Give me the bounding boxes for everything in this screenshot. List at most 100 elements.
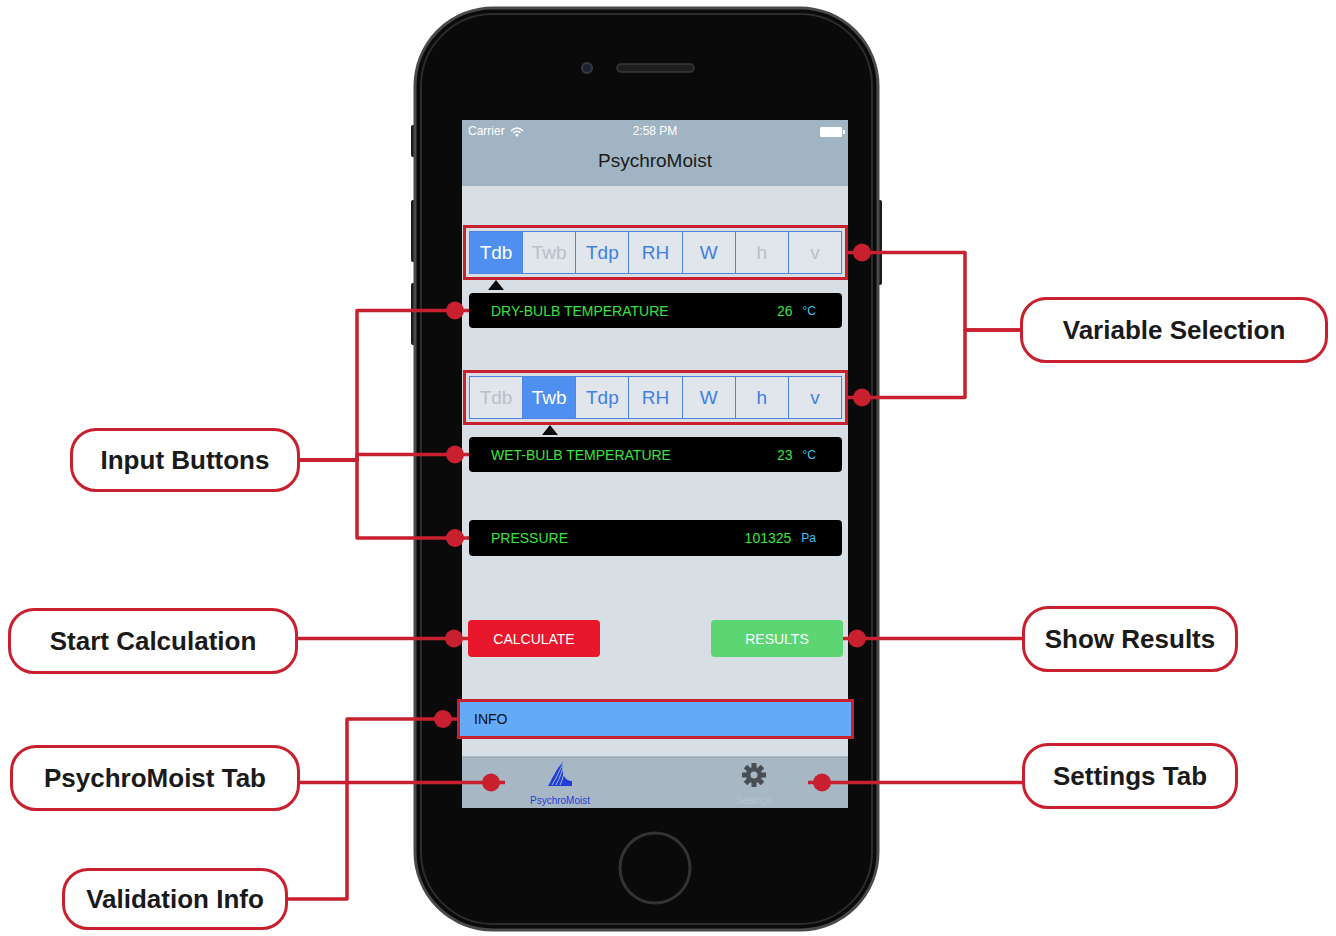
segment-cell: h: [736, 377, 789, 418]
segment-label: v: [810, 242, 820, 264]
segment-label: RH: [642, 387, 669, 409]
input-unit: °C: [803, 448, 816, 462]
leader-dot: [853, 389, 871, 407]
gear-icon: [737, 759, 771, 789]
callout-box: PsychroMoist Tab: [10, 745, 300, 811]
segment-cell: Twb: [523, 232, 576, 273]
leader-path: [808, 781, 1022, 785]
segment-label: W: [700, 387, 718, 409]
leader-line: [288, 710, 457, 899]
callout-label: Validation Info: [86, 884, 264, 915]
callout-box: Start Calculation: [8, 608, 298, 674]
leader-path: [298, 637, 468, 641]
segment-label: Twb: [532, 242, 567, 264]
input-button: DRY-BULB TEMPERATURE26 °C: [469, 293, 842, 328]
button-label: CALCULATE: [493, 631, 574, 647]
leader-dot: [848, 630, 866, 648]
nav-title: PsychroMoist: [598, 150, 712, 172]
callout-box: Variable Selection: [1020, 297, 1328, 363]
callout-label: Settings Tab: [1053, 761, 1207, 792]
segment-cell: Twb: [523, 377, 576, 418]
tab-item: Settings: [700, 759, 808, 806]
segment-row: Tdb Twb Tdp RH Wh v: [469, 231, 842, 274]
segment-row: Tdb Twb Tdp RH Wh v: [469, 376, 842, 419]
segment-label: Tdp: [586, 387, 619, 409]
info-label: INFO: [474, 711, 507, 727]
info-fill: INFO: [460, 702, 851, 736]
callout-box: Input Buttons: [70, 428, 300, 492]
leader-line: [848, 330, 1020, 407]
leader-dot: [446, 302, 464, 320]
segment-label: h: [756, 387, 767, 409]
input-button: WET-BULB TEMPERATURE23 °C: [469, 437, 842, 472]
selection-pointer: [488, 280, 504, 290]
input-unit: °C: [803, 304, 816, 318]
segment-cell: v: [789, 232, 841, 273]
leader-path: [848, 253, 1020, 331]
leader-path: [843, 637, 1022, 641]
segment-cell: RH: [629, 232, 682, 273]
segment-label: Tdb: [480, 387, 513, 409]
segment-label: RH: [642, 242, 669, 264]
leader-line: [300, 302, 469, 461]
leader-path: [300, 781, 505, 785]
leader-dot: [434, 710, 452, 728]
variable-selector: Tdb Twb Tdp RH Wh v: [463, 225, 848, 280]
leader-dot: [482, 774, 500, 792]
input-button: PRESSURE101325 Pa: [469, 520, 842, 556]
segment-cell: W: [683, 377, 736, 418]
status-text: 2:58 PM: [633, 124, 678, 138]
segment-cell: Tdp: [576, 232, 629, 273]
segment-cell: W: [683, 232, 736, 273]
selection-pointer: [542, 425, 558, 435]
callout-label: Show Results: [1045, 624, 1215, 655]
leader-dot: [813, 774, 831, 792]
button-label: RESULTS: [745, 631, 809, 647]
action-button: CALCULATE: [468, 620, 600, 657]
leader-path: [848, 330, 1020, 398]
segment-cell: Tdp: [576, 377, 629, 418]
leader-line: [808, 774, 1022, 792]
validation-bar: INFO: [457, 699, 854, 739]
segment-cell: RH: [629, 377, 682, 418]
input-name: WET-BULB TEMPERATURE: [491, 447, 777, 463]
callout-box: Show Results: [1022, 606, 1238, 672]
callout-label: Start Calculation: [50, 626, 257, 657]
action-button: RESULTS: [711, 620, 843, 657]
leader-line: [848, 244, 1020, 331]
leader-path: [300, 460, 469, 538]
input-name: PRESSURE: [491, 530, 745, 546]
segment-label: W: [700, 242, 718, 264]
input-value: 101325: [745, 530, 792, 546]
tab-label: Settings: [736, 795, 772, 806]
segment-cell: v: [789, 377, 841, 418]
input-unit: Pa: [801, 531, 816, 545]
leader-line: [843, 630, 1022, 648]
leader-path: [300, 311, 469, 461]
segment-label: Tdp: [586, 242, 619, 264]
leader-dot: [853, 244, 871, 262]
status-text: Carrier: [468, 124, 505, 138]
tab-label: PsychroMoist: [530, 795, 590, 806]
leader-path: [288, 719, 457, 899]
segment-label: h: [756, 242, 767, 264]
input-name: DRY-BULB TEMPERATURE: [491, 303, 777, 319]
segment-cell: h: [736, 232, 789, 273]
leader-line: [300, 460, 469, 547]
callout-box: Validation Info: [62, 868, 288, 930]
segment-label: Twb: [532, 387, 567, 409]
input-value: 26: [777, 303, 793, 319]
callout-label: PsychroMoist Tab: [44, 763, 266, 794]
leader-dot: [446, 446, 464, 464]
callout-label: Input Buttons: [101, 445, 270, 476]
callout-box: Settings Tab: [1022, 743, 1238, 809]
leader-line: [300, 774, 505, 792]
app-icon: [543, 759, 577, 789]
segment-label: v: [810, 387, 820, 409]
leader-dot: [445, 630, 463, 648]
input-value: 23: [777, 447, 793, 463]
leader-line: [298, 630, 468, 648]
segment-label: Tdb: [480, 242, 513, 264]
segment-cell: Tdb: [470, 377, 523, 418]
